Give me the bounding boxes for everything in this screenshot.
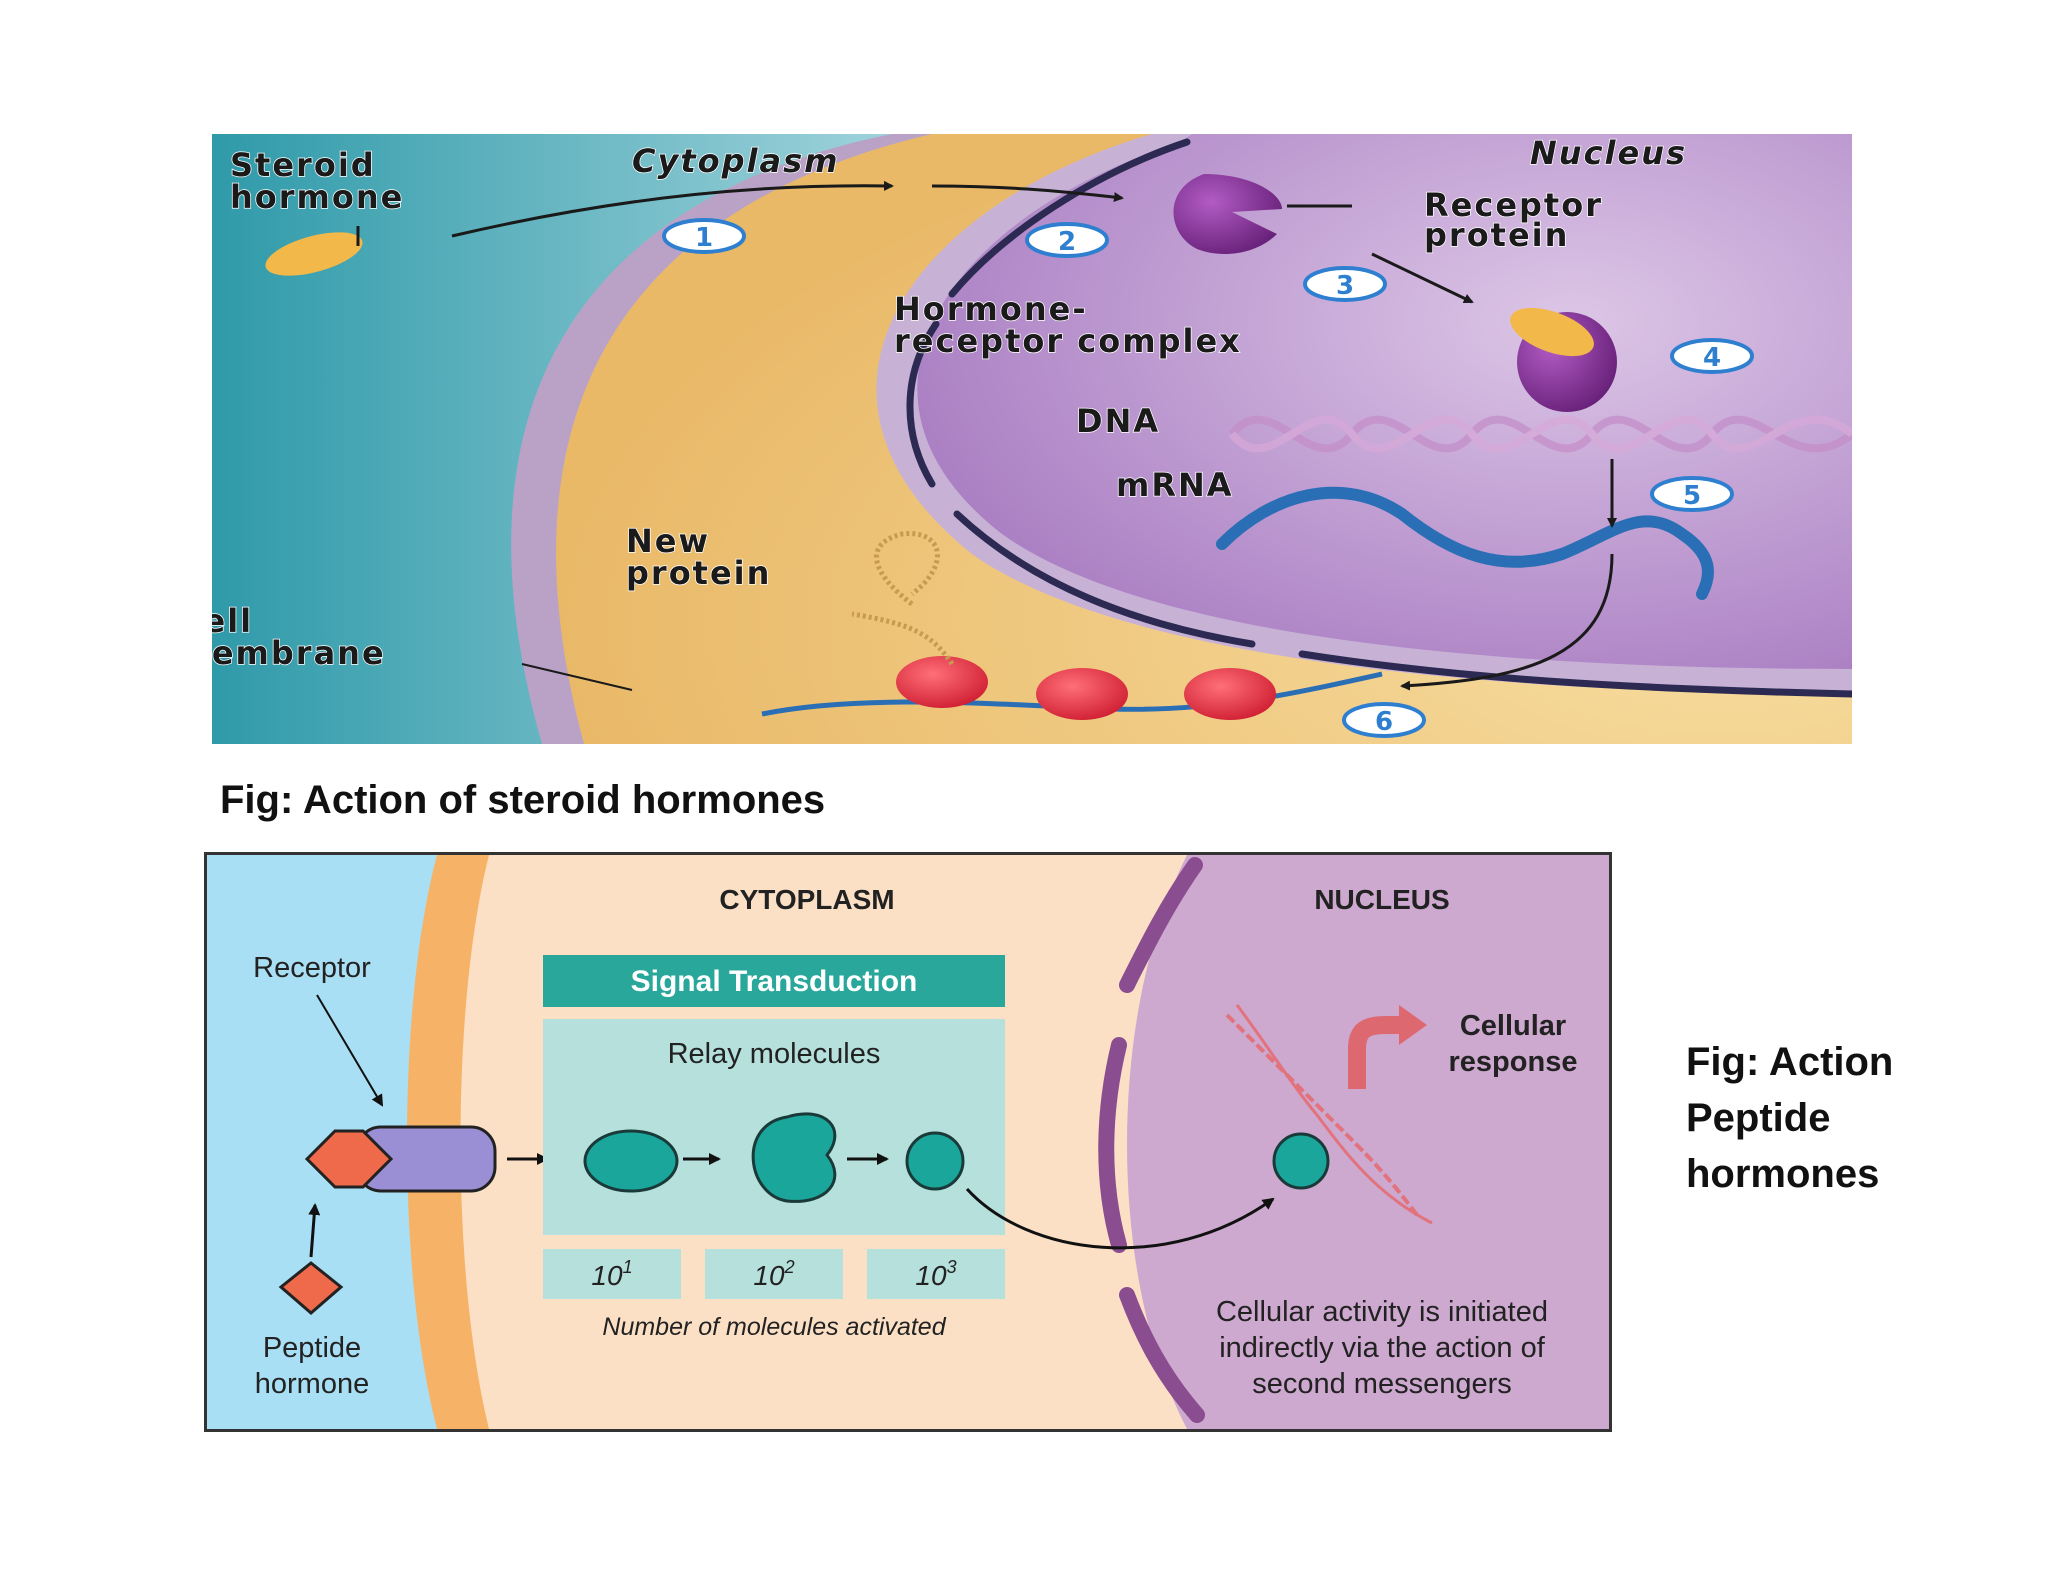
label-second-messengers-line2: indirectly via the action of	[1219, 1332, 1546, 1364]
step-2-label: 2	[1058, 227, 1076, 257]
receptor-protein	[1173, 174, 1282, 254]
label-receptor: Receptor	[253, 952, 371, 984]
step-6-badge: 6	[1342, 702, 1426, 738]
label-complex-line2: receptor complex	[894, 322, 1242, 360]
caption-peptide-line3: hormones	[1686, 1152, 1880, 1196]
ribosome	[1184, 668, 1276, 720]
label-mrna: mRNA	[1116, 466, 1234, 504]
label-cell-membrane-line2: Membrane	[212, 634, 386, 672]
count-1: 101	[591, 1257, 632, 1291]
step-5-badge: 5	[1650, 476, 1734, 512]
step-2-badge: 2	[1025, 222, 1109, 258]
step-1-badge: 1	[662, 218, 746, 254]
label-peptide-hormone-line1: Peptide	[263, 1332, 361, 1364]
cellular-response-arrow	[1348, 1016, 1403, 1089]
label-relay-molecules: Relay molecules	[668, 1038, 881, 1070]
relay-molecule-3	[905, 1131, 965, 1191]
label-second-messengers-line1: Cellular activity is initiated	[1216, 1296, 1548, 1328]
label-cell-membrane-line1: Cell	[212, 602, 253, 640]
step-4-badge: 4	[1670, 338, 1754, 374]
peptide-hormone-figure: CYTOPLASM NUCLEUS Receptor Peptide hormo…	[204, 852, 1612, 1432]
steroid-hormone-figure: 1 2 3 4 5 6 Steroid hormone Cytoplasm Nu…	[212, 134, 1852, 744]
step-6-label: 6	[1375, 707, 1393, 737]
label-cellular-response-line2: response	[1449, 1046, 1578, 1078]
count-box-1	[543, 1249, 681, 1299]
step-1-label: 1	[695, 223, 713, 253]
label-cellular-response-line1: Cellular	[1460, 1010, 1566, 1042]
bound-peptide-hormone	[304, 1129, 394, 1189]
ribosome	[1036, 668, 1128, 720]
caption-peptide: Fig: Action Peptide hormones	[1686, 1034, 1946, 1202]
count-box-3	[867, 1249, 1005, 1299]
peptide-hormone-molecule	[278, 1261, 344, 1315]
label-steroid-hormone-line1: Steroid	[230, 146, 376, 184]
second-messenger-molecule	[1272, 1132, 1330, 1190]
label-receptor-protein-line2: protein	[1424, 216, 1569, 254]
count-3: 103	[915, 1257, 956, 1291]
steroid-hormone-molecule	[265, 232, 363, 276]
step-3-badge: 3	[1303, 266, 1387, 302]
steroid-diagram: 1 2 3 4 5 6 Steroid hormone Cytoplasm Nu…	[212, 134, 1852, 744]
label-signal-transduction: Signal Transduction	[631, 965, 918, 998]
caption-peptide-line2: Peptide	[1686, 1096, 1831, 1140]
peptide-diagram: CYTOPLASM NUCLEUS Receptor Peptide hormo…	[207, 855, 1609, 1429]
count-2: 102	[753, 1257, 794, 1291]
label-peptide-hormone-line2: hormone	[255, 1368, 369, 1400]
label-receptor-protein-line1: Receptor	[1424, 186, 1603, 224]
step-5-label: 5	[1683, 481, 1701, 511]
step-3-label: 3	[1336, 271, 1354, 301]
step-4-label: 4	[1703, 343, 1721, 373]
dna-strand	[1225, 1013, 1419, 1217]
label-dna: DNA	[1076, 402, 1160, 440]
relay-molecule-1	[583, 1129, 679, 1193]
count-box-2	[705, 1249, 843, 1299]
label-cytoplasm-region: CYTOPLASM	[719, 884, 894, 915]
label-nucleus-region: NUCLEUS	[1314, 884, 1449, 915]
nucleus-region	[1127, 855, 1609, 1429]
label-steroid-hormone-line2: hormone	[230, 178, 404, 216]
label-new-protein-line1: New	[626, 522, 710, 560]
label-new-protein-line2: protein	[626, 554, 771, 592]
nucleus-region	[917, 134, 1852, 669]
caption-peptide-line1: Fig: Action	[1686, 1040, 1894, 1084]
dna-helix	[1228, 415, 1852, 453]
dna-strand-2	[1235, 1004, 1433, 1225]
label-number-activated: Number of molecules activated	[602, 1313, 946, 1341]
mrna-ribbon	[1216, 486, 1714, 600]
signal-transduction-header	[543, 955, 1005, 1007]
label-complex-line1: Hormone-	[894, 290, 1088, 328]
label-nucleus: Nucleus	[1530, 134, 1687, 172]
label-second-messengers-line3: second messengers	[1252, 1368, 1512, 1400]
caption-steroid: Fig: Action of steroid hormones	[220, 778, 826, 822]
bound-hormone	[1510, 307, 1594, 357]
ribosome	[896, 656, 988, 708]
new-protein-chain	[851, 531, 955, 666]
label-cytoplasm: Cytoplasm	[632, 142, 839, 180]
relay-molecule-2	[751, 1112, 837, 1203]
